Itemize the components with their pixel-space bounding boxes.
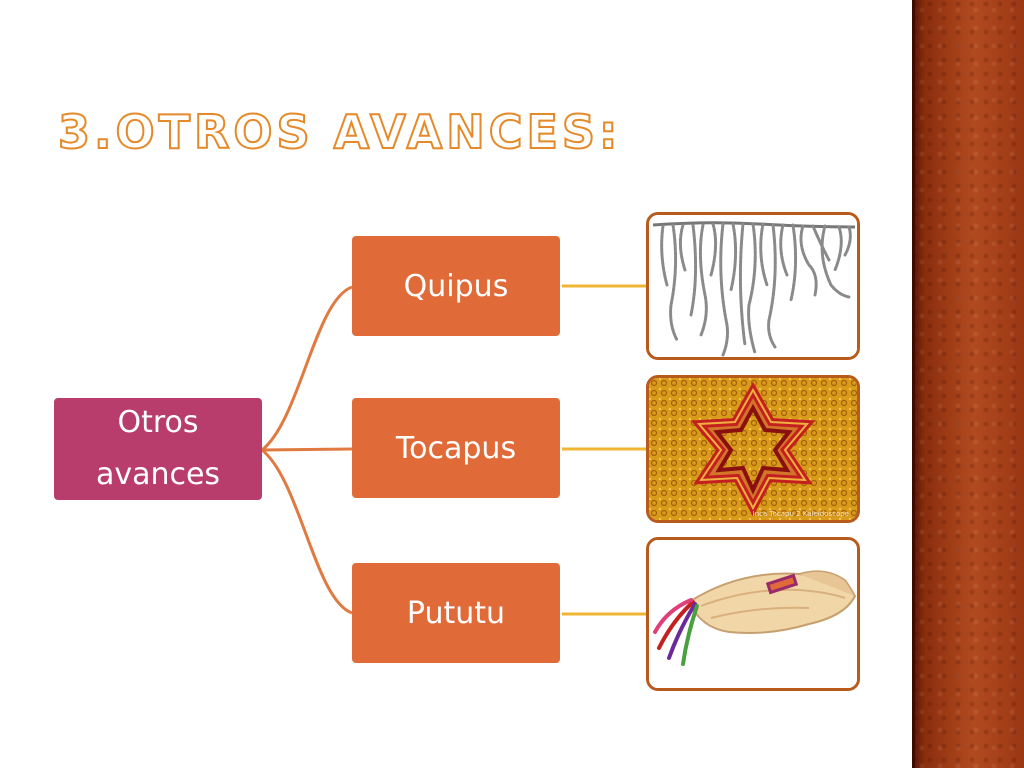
tocapu-illustration (649, 378, 857, 520)
branch-line-quipus (261, 285, 353, 452)
quipu-illustration (649, 215, 857, 357)
branch-line-tocapus (261, 447, 353, 452)
child-node-pututu: Pututu (352, 563, 560, 663)
pututu-image (646, 537, 860, 691)
quipu-image (646, 212, 860, 360)
child-node-tocapus: Tocapus (352, 398, 560, 498)
slide-title: 3.OTROS AVANCES: (57, 104, 622, 160)
tocapu-image-caption: Inca Tocapu 2 Kaleidoscope (752, 510, 849, 518)
child-node-label: Quipus (403, 268, 509, 304)
root-node-line-2: avances (95, 457, 221, 492)
tocapu-image: Inca Tocapu 2 Kaleidoscope (646, 375, 860, 523)
decorative-side-bar (912, 0, 1024, 768)
root-node-otros-avances: Otros avances (54, 398, 262, 500)
child-node-quipus: Quipus (352, 236, 560, 336)
child-node-label: Tocapus (395, 430, 517, 466)
root-node-line-1: Otros (117, 405, 199, 440)
pututu-illustration (649, 540, 857, 688)
branch-line-pututu (261, 448, 353, 615)
child-node-label: Pututu (406, 595, 506, 631)
